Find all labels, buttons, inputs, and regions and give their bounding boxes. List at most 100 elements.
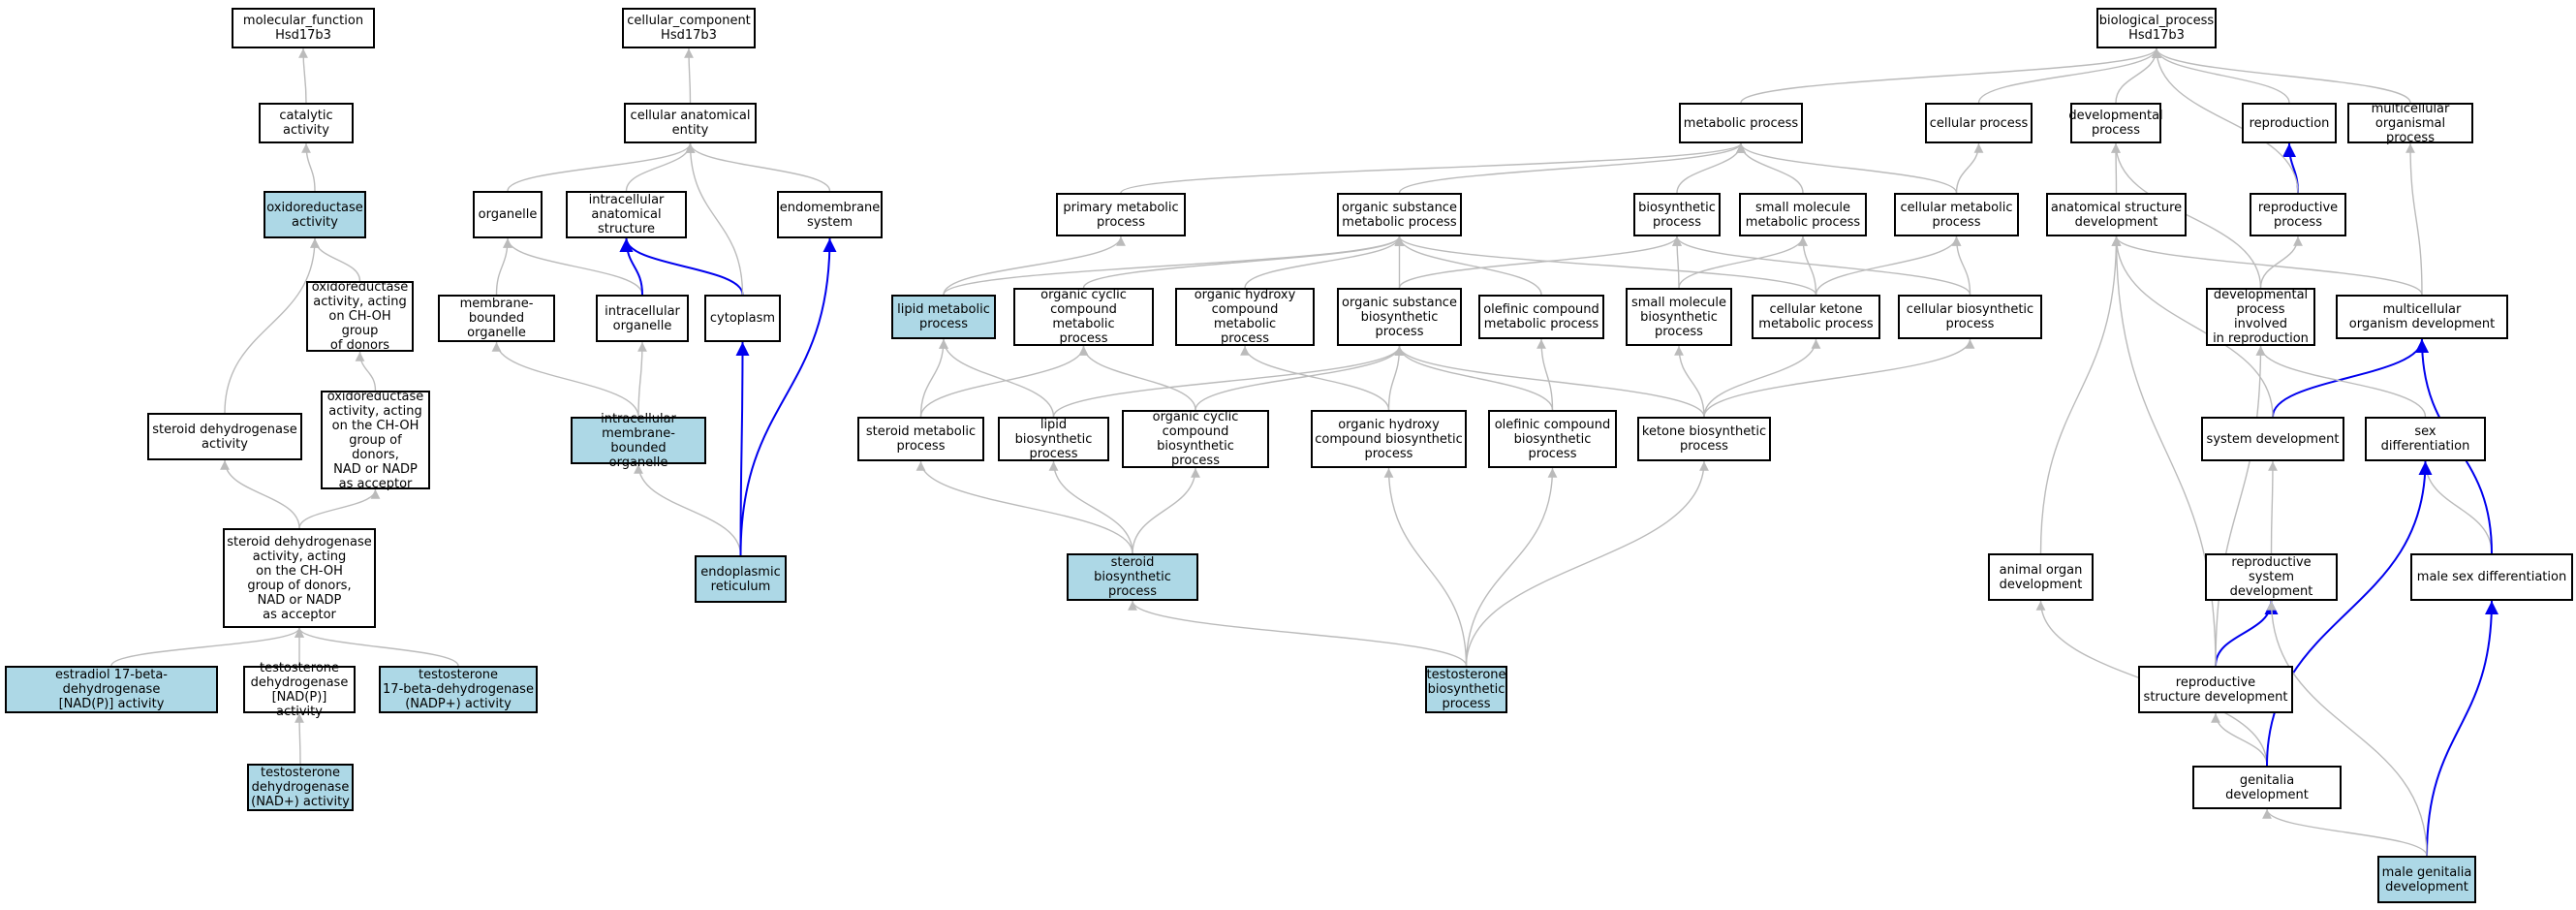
node-sexd[interactable]: sex differentiation <box>2365 417 2486 461</box>
node-cmp[interactable]: cellular metabolic process <box>1894 193 2019 236</box>
node-rp[interactable]: reproductive process <box>2250 193 2346 236</box>
node-cat[interactable]: catalytic activity <box>259 103 354 143</box>
node-mgd[interactable]: male genitalia development <box>2377 856 2476 903</box>
node-mbo[interactable]: membrane-bounded organelle <box>438 295 555 342</box>
node-aod[interactable]: animal organ development <box>1988 553 2094 601</box>
edge-sdh-to-oxi <box>224 237 320 414</box>
node-smbp[interactable]: small molecule biosynthetic process <box>1626 288 1732 346</box>
node-mod[interactable]: multicellular organism development <box>2336 295 2508 339</box>
edge-sysd-to-asd <box>2111 235 2274 418</box>
node-smmp[interactable]: small molecule metabolic process <box>1739 193 1867 236</box>
node-sbp[interactable]: steroid biosynthetic process <box>1067 553 1198 601</box>
node-sdh[interactable]: steroid dehydrogenase activity <box>147 413 302 460</box>
edge-layer <box>110 47 2498 857</box>
node-label: multicellular organism development <box>2348 302 2496 331</box>
node-label: lipid biosynthetic process <box>1014 417 1093 461</box>
edge-cyto-to-cae <box>685 142 744 296</box>
node-osmp[interactable]: organic substance metabolic process <box>1337 193 1462 236</box>
edge-oxi-to-cat <box>301 142 316 192</box>
node-mf[interactable]: molecular_function Hsd17b3 <box>232 8 375 48</box>
node-metp[interactable]: metabolic process <box>1679 103 1803 143</box>
node-label: steroid dehydrogenase activity <box>152 422 297 452</box>
node-label: cellular_component Hsd17b3 <box>627 14 751 43</box>
node-ocbp[interactable]: olefinic compound biosynthetic process <box>1488 410 1617 468</box>
node-io[interactable]: intracellular organelle <box>596 295 689 342</box>
node-devp[interactable]: developmental process <box>2068 103 2163 143</box>
node-org[interactable]: organelle <box>473 191 543 238</box>
edge-imbo-to-io <box>637 341 647 418</box>
edge-rsd-to-sysd <box>2268 460 2278 554</box>
node-label: organic substance metabolic process <box>1342 200 1457 230</box>
node-cellp[interactable]: cellular process <box>1925 103 2033 143</box>
node-occmp[interactable]: organic cyclic compound metabolic proces… <box>1013 288 1154 346</box>
node-ems[interactable]: endomembrane system <box>777 191 883 238</box>
node-label: steroid dehydrogenase activity, acting o… <box>227 534 372 622</box>
node-label: olefinic compound biosynthetic process <box>1494 417 1611 461</box>
node-ckmp[interactable]: cellular ketone metabolic process <box>1752 295 1880 339</box>
node-cc[interactable]: cellular_component Hsd17b3 <box>622 8 756 48</box>
node-label: organic substance biosynthetic process <box>1342 295 1457 339</box>
node-multi[interactable]: multicellular organismal process <box>2347 102 2473 145</box>
node-bp[interactable]: biological_process Hsd17b3 <box>2096 8 2217 48</box>
node-t17[interactable]: testosterone 17-beta-dehydrogenase (NADP… <box>379 666 538 713</box>
node-oxich[interactable]: oxidoreductase activity, acting on CH-OH… <box>306 280 414 353</box>
node-label: male sex differentiation <box>2416 570 2567 584</box>
edge-io-to-ias <box>619 237 643 296</box>
edge-ohcbp-to-ohcmp <box>1240 345 1390 411</box>
node-label: molecular_function Hsd17b3 <box>242 14 364 43</box>
node-sysd[interactable]: system development <box>2201 417 2344 461</box>
node-label: anatomical structure development <box>2050 200 2183 230</box>
edge-lbp-to-lmp <box>939 338 1055 418</box>
node-kbp[interactable]: ketone biosynthetic process <box>1637 417 1771 461</box>
node-cyto[interactable]: cytoplasm <box>704 295 781 342</box>
node-label: organic cyclic compound metabolic proces… <box>1040 288 1127 346</box>
node-label: cellular anatomical entity <box>630 109 751 138</box>
edge-oxich-to-oxi <box>310 237 361 282</box>
node-ias[interactable]: intracellular anatomical structure <box>566 191 687 238</box>
node-oxinad[interactable]: oxidoreductase activity, acting on the C… <box>321 390 430 491</box>
edge-lmp-to-osmp <box>943 235 1405 296</box>
node-gd[interactable]: genitalia development <box>2192 766 2342 809</box>
edge-biop-to-metp <box>1676 142 1746 194</box>
node-occbp[interactable]: organic cyclic compound biosynthetic pro… <box>1122 410 1269 468</box>
node-cae[interactable]: cellular anatomical entity <box>624 103 757 143</box>
edge-sdhch-to-oxinad <box>298 488 381 529</box>
node-lmp[interactable]: lipid metabolic process <box>891 295 996 339</box>
node-tbp[interactable]: testosterone biosynthetic process <box>1425 666 1507 713</box>
node-lbp[interactable]: lipid biosynthetic process <box>998 417 1109 461</box>
node-ohcmp[interactable]: organic hydroxy compound metabolic proce… <box>1175 288 1315 346</box>
node-biop[interactable]: biosynthetic process <box>1633 193 1721 236</box>
node-repro[interactable]: reproduction <box>2242 103 2337 143</box>
edge-mbo-to-org <box>495 237 512 296</box>
node-imbo[interactable]: intracellular membrane-bounded organelle <box>571 412 706 470</box>
node-oxi[interactable]: oxidoreductase activity <box>264 191 366 238</box>
node-dpir[interactable]: developmental process involved in reprod… <box>2206 288 2315 346</box>
node-er[interactable]: endoplasmic reticulum <box>695 555 787 603</box>
node-label: cytoplasm <box>709 311 776 326</box>
node-rstd[interactable]: reproductive structure development <box>2138 666 2293 713</box>
node-smp[interactable]: steroid metabolic process <box>857 417 984 461</box>
edge-kbp-to-cbp <box>1703 338 1975 418</box>
edge-cbp-to-cmp <box>1951 235 1971 296</box>
edge-ems-to-cae <box>685 142 831 192</box>
node-label: genitalia development <box>2225 772 2309 802</box>
edge-lbp-to-osbp <box>1052 345 1405 418</box>
node-tdnad[interactable]: testosterone dehydrogenase (NAD+) activi… <box>247 764 354 811</box>
node-sdhch[interactable]: steroid dehydrogenase activity, acting o… <box>223 528 376 628</box>
node-pmp[interactable]: primary metabolic process <box>1056 193 1186 236</box>
node-tdnadp[interactable]: testosterone dehydrogenase [NAD(P)] acti… <box>243 661 356 719</box>
node-msd[interactable]: male sex differentiation <box>2410 553 2573 601</box>
node-e17[interactable]: estradiol 17-beta-dehydrogenase [NAD(P)]… <box>5 666 218 713</box>
node-label: catalytic activity <box>279 109 333 138</box>
node-asd[interactable]: anatomical structure development <box>2046 193 2187 236</box>
node-label: intracellular membrane-bounded organelle <box>601 411 676 470</box>
node-rsd[interactable]: reproductive system development <box>2205 553 2338 601</box>
node-ocmp[interactable]: olefinic compound metabolic process <box>1478 295 1604 339</box>
node-osbp[interactable]: organic substance biosynthetic process <box>1337 288 1462 346</box>
node-label: membrane-bounded organelle <box>459 297 534 340</box>
node-cbp[interactable]: cellular biosynthetic process <box>1898 295 2042 339</box>
node-label: cellular biosynthetic process <box>1906 302 2034 331</box>
node-label: cellular ketone metabolic process <box>1758 302 1874 331</box>
node-ohcbp[interactable]: organic hydroxy compound biosynthetic pr… <box>1311 410 1467 468</box>
edge-smbp-to-smmp <box>1678 235 1808 289</box>
